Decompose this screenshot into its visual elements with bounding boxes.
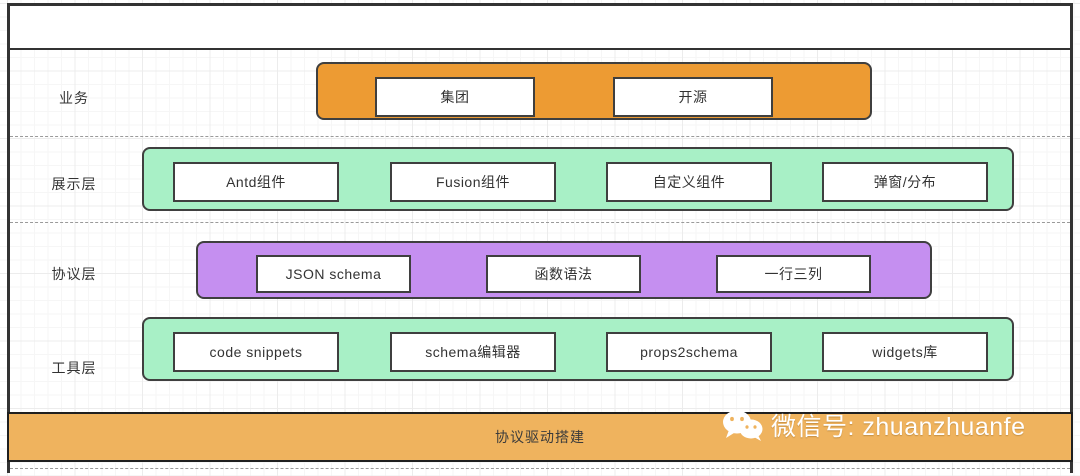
display-item-antd[interactable]: Antd组件 bbox=[173, 162, 339, 202]
tools-layer-bar[interactable]: code snippets schema编辑器 props2schema wid… bbox=[142, 317, 1014, 381]
business-layer-bar[interactable]: 集团 开源 bbox=[316, 62, 872, 120]
tools-item-code-snippets[interactable]: code snippets bbox=[173, 332, 339, 372]
display-item-custom[interactable]: 自定义组件 bbox=[606, 162, 772, 202]
display-item-modal[interactable]: 弹窗/分布 bbox=[822, 162, 988, 202]
tools-item-props2schema[interactable]: props2schema bbox=[606, 332, 772, 372]
footer-band: 协议驱动搭建 bbox=[7, 412, 1073, 462]
tools-item-schema-editor[interactable]: schema编辑器 bbox=[390, 332, 556, 372]
display-item-fusion[interactable]: Fusion组件 bbox=[390, 162, 556, 202]
business-item-jituan[interactable]: 集团 bbox=[375, 77, 535, 117]
layer-separator-1 bbox=[10, 136, 1070, 137]
protocol-item-json-schema[interactable]: JSON schema bbox=[256, 255, 411, 293]
protocol-layer-bar[interactable]: JSON schema 函数语法 一行三列 bbox=[196, 241, 932, 299]
protocol-item-function-syntax[interactable]: 函数语法 bbox=[486, 255, 641, 293]
diagram-header-band bbox=[7, 3, 1073, 50]
layer-separator-2 bbox=[10, 222, 1070, 223]
layer-separator-3 bbox=[10, 468, 1070, 469]
layer-label-display: 展示层 bbox=[51, 176, 97, 192]
layer-label-business: 业务 bbox=[59, 90, 89, 106]
business-item-kaiyuan[interactable]: 开源 bbox=[613, 77, 773, 117]
layer-label-tools: 工具层 bbox=[51, 360, 97, 376]
protocol-item-one-row-three-col[interactable]: 一行三列 bbox=[716, 255, 871, 293]
display-layer-bar[interactable]: Antd组件 Fusion组件 自定义组件 弹窗/分布 bbox=[142, 147, 1014, 211]
layer-label-protocol: 协议层 bbox=[51, 266, 97, 282]
tools-item-widgets-lib[interactable]: widgets库 bbox=[822, 332, 988, 372]
